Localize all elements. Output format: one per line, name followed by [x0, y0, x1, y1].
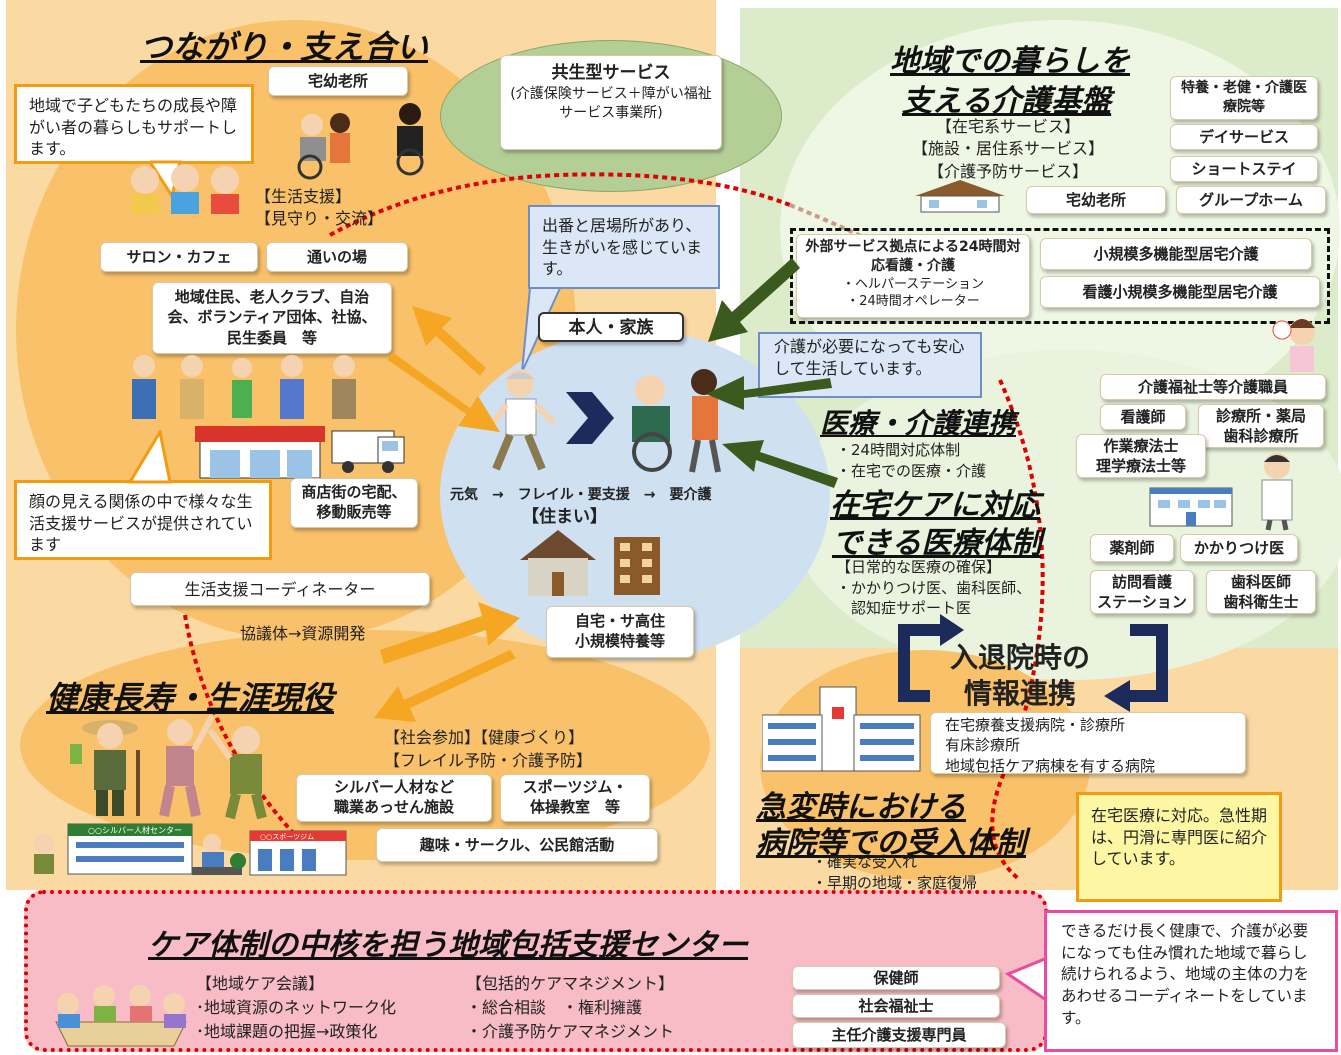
- nyutaiin-title-line1: 入退院時の: [950, 641, 1091, 674]
- silver-box: シルバー人材など 職業あっせん施設: [296, 774, 492, 822]
- kangoshi-box: 看護師: [1100, 404, 1186, 430]
- nyutaiin-title-line2: 情報連携: [964, 677, 1077, 710]
- sports-box: スポーツジム・ 体操教室 等: [500, 774, 650, 822]
- faces-callout: 顔の見える関係の中で様々な生活支援サービスが提供されています: [14, 480, 272, 560]
- renkei-title: 医療・介護連携: [820, 407, 1017, 440]
- kyuuhen-items: ・確実な受入れ ・早期の地域・家庭復帰: [812, 853, 978, 892]
- houkatsu-title: ケア体制の中核を担う地域包括支援センター: [148, 928, 748, 963]
- person-wheelchair-icon: [385, 98, 435, 178]
- gaibu-box: 外部サービス拠点による24時間対応看護・介護 ・ヘルパーステーション ・24時間…: [796, 234, 1030, 318]
- sumai-label: 【住まい】: [522, 507, 607, 527]
- houmon-box: 訪問看護 ステーション: [1090, 570, 1194, 614]
- kaigofukushi-box: 介護福祉士等介護職員: [1100, 374, 1326, 400]
- zaitaku-title-line2: できる医療体制: [832, 526, 1042, 561]
- kakaritsuke-box: かかりつけ医: [1180, 534, 1298, 562]
- sagyou-box: 作業療法士 理学療法士等: [1076, 434, 1206, 478]
- shoutengai-box: 商店街の宅配、移動販売等: [290, 478, 418, 528]
- tokuyou-box: 特養・老健・介護医療院等: [1170, 76, 1318, 120]
- takuyou-top-box: 宅幼老所: [268, 66, 408, 96]
- kyousei-sub: (介護保険サービス＋障がい福祉サービス事業所): [510, 85, 712, 121]
- kakaritsuke-text: ・かかりつけ医、歯科医師、 認知症サポート医: [836, 579, 1032, 618]
- children-callout: 地域で子どもたちの成長や障がい者の暮らしもサポートします。: [14, 84, 254, 164]
- coordinator-box: 生活支援コーディネーター: [130, 572, 430, 606]
- shunin-box: 主任介護支援専門員: [792, 1022, 1006, 1048]
- progression-text: 元気 → フレイル・要支援 → 要介護: [450, 487, 712, 503]
- salon-cafe-box: サロン・カフェ: [100, 242, 258, 272]
- residents-box: 地域住民、老人クラブ、自治会、ボランティア団体、社協、民生委員 等: [152, 282, 392, 354]
- elder-wheelchair-caregiver-icon: [612, 360, 742, 475]
- zaitaku-title-line1: 在宅ケアに対応: [830, 488, 1040, 523]
- caregiver-wheelchair-icon: [290, 105, 360, 180]
- shakaifukushi-box: 社会福祉士: [792, 994, 1000, 1018]
- shinryoujo-box: 診療所・薬局 歯科診療所: [1198, 404, 1324, 448]
- person-family-label: 本人・家族: [538, 312, 684, 342]
- shumi-box: 趣味・サークル、公民館活動: [376, 828, 658, 862]
- cycle-arrows-icon: [898, 614, 1168, 712]
- gaibu-sub: ・ヘルパーステーション ・24時間オペレーター: [841, 276, 985, 310]
- iryou-callout: 在宅医療に対応。急性期は、円滑に専門医に紹介しています。: [1076, 792, 1282, 902]
- silver-center-sign: ○○シルバー人材センター: [88, 825, 182, 835]
- nurse-24h-icon: [1270, 310, 1330, 375]
- hokenshi-box: 保健師: [792, 966, 1000, 990]
- gaibu-title: 外部サービス拠点による24時間対応看護・介護: [805, 239, 1021, 274]
- apartment-icon: [612, 535, 662, 597]
- speech-dedokoro: 出番と居場所があり、生きがいを感じています。: [528, 205, 720, 289]
- sports-gym-building-icon: ○○スポーツジム: [190, 825, 350, 877]
- kyuuhen-title-line2: 病院等での受入体制: [756, 826, 1026, 861]
- group-home-box: グループホーム: [1176, 186, 1326, 214]
- kango-shoukibo-box: 看護小規模多機能型居宅介護: [1040, 276, 1320, 308]
- farmer-icon: [66, 710, 150, 820]
- house-facility-icon: [915, 178, 1005, 214]
- short-stay-box: ショートステイ: [1170, 156, 1318, 182]
- kyousei-title: 共生型サービス: [551, 63, 671, 83]
- hospital-icon: [761, 685, 922, 773]
- kenkou-title: 健康長寿・生涯現役: [46, 679, 335, 717]
- shoukibo-box: 小規模多機能型居宅介護: [1040, 238, 1312, 270]
- kyougitai-text: 協議体→資源開発: [240, 624, 366, 643]
- faces-callout-tail: [127, 430, 172, 484]
- kyousei-box: 共生型サービス (介護保険サービス＋障がい福祉サービス事業所): [500, 55, 722, 150]
- progress-chevron-icon: [566, 392, 614, 444]
- shika-box: 歯科医師 歯科衛生士: [1206, 570, 1316, 614]
- renkei-items: ・24時間対応体制 ・在宅での医療・介護: [836, 441, 987, 480]
- silver-center-building-icon: ○○シルバー人材センター: [28, 820, 194, 876]
- house-label-box: 自宅・サ高住 小規模特養等: [546, 606, 694, 658]
- kayoi-box: 通いの場: [266, 242, 408, 272]
- doctor-icon: [1252, 450, 1302, 532]
- nichijou-label: 【日常的な医療の確保】: [836, 558, 1002, 576]
- clinic-building-icon: [1148, 484, 1234, 528]
- house-icon: [518, 528, 598, 598]
- kaigi-text: 【地域ケア会議】 ･地域資源のネットワーク化 ･地域課題の把握→政策化: [196, 974, 397, 1041]
- speech-anshin: 介護が必要になっても安心して生活しています。: [758, 332, 982, 398]
- yakuzaishi-box: 薬剤師: [1090, 534, 1174, 562]
- management-text: 【包括的ケアマネジメント】 ・総合相談 ・権利擁護 ・介護予防ケアマネジメント: [466, 974, 675, 1041]
- sports-gym-sign: ○○スポーツジム: [260, 833, 314, 841]
- kyuuhen-title-line1: 急変時における: [756, 790, 966, 825]
- meeting-icon: [46, 978, 196, 1048]
- takuyou-kiban-box: 宅幼老所: [1026, 186, 1166, 214]
- hospitals-box: 在宅療養支援病院・診療所 有床診療所 地域包括ケア病棟を有する病院: [930, 712, 1246, 775]
- day-service-box: デイサービス: [1170, 124, 1318, 150]
- kiban-title-line2: 支える介護基盤: [902, 84, 1112, 119]
- kiban-title-line1: 地域での暮らしを: [890, 44, 1130, 79]
- shop-icon: [195, 420, 330, 480]
- children-icon: [125, 160, 255, 215]
- delivery-truck-icon: [330, 425, 410, 475]
- kiban-services: 【在宅系サービス】 【施設・居住系サービス】 【介護予防サービス】: [912, 117, 1105, 181]
- support-label: 【生活支援】 【見守り・交流】: [255, 187, 384, 229]
- gaibu-dashed-frame: [790, 228, 1330, 324]
- exercise-people-icon: [150, 710, 290, 820]
- houkatsu-callout: できるだけ長く健康で、介護が必要になっても住み慣れた地域で暮らし続けられるよう、…: [1044, 910, 1338, 1052]
- community-people-icon: [122, 352, 372, 422]
- kenkou-labels: 【社会参加】【健康づくり】 【フレイル予防・介護予防】: [384, 728, 593, 771]
- tsunagari-title: つながり・支え合い: [140, 28, 429, 66]
